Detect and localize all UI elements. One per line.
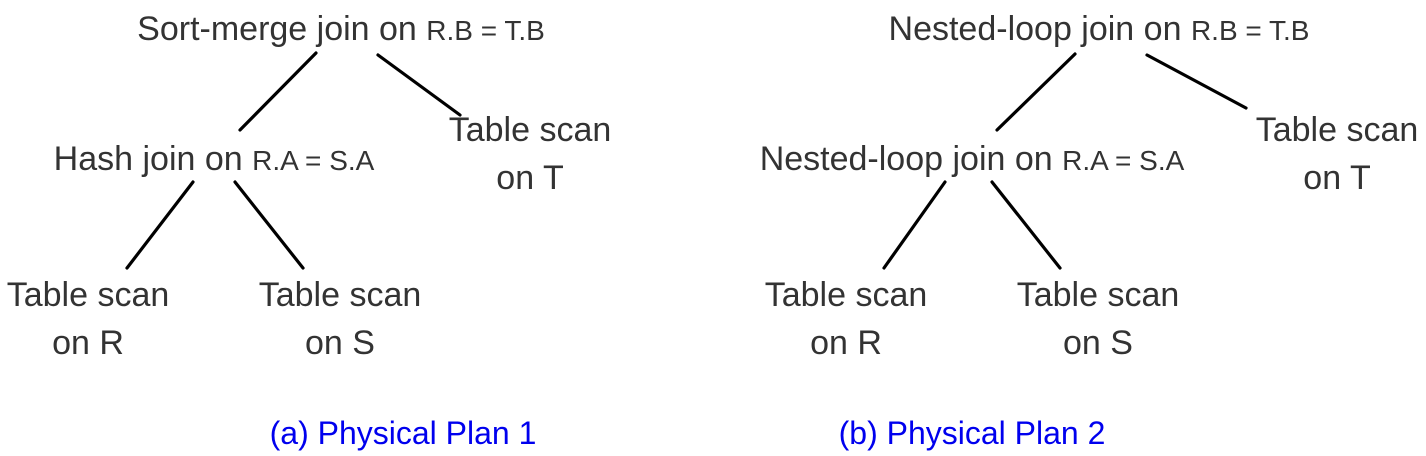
p2-scan-t-line1: Table scan bbox=[1255, 111, 1419, 149]
p2-root-node: Nested-loop join on R.B = T.B bbox=[889, 12, 1310, 46]
p1-scan-t-line1: Table scan bbox=[448, 111, 612, 149]
edge-p1-root-to-scan-t bbox=[376, 53, 462, 117]
p1-hash-join-node: Hash join on R.A = S.A bbox=[54, 142, 375, 176]
p1-root-condition: R.B = T.B bbox=[426, 15, 545, 46]
p2-scan-r-line1: Table scan bbox=[764, 276, 928, 314]
p1-root-op: Sort-merge join on bbox=[137, 10, 417, 48]
edge-p2-inner-to-scan-r bbox=[882, 180, 947, 270]
p2-scan-s-line2: on S bbox=[1063, 324, 1133, 362]
p1-scan-t-line2: on T bbox=[496, 159, 564, 197]
p2-scan-r-line2: on R bbox=[810, 324, 882, 362]
p1-hash-op: Hash join on bbox=[53, 140, 243, 178]
p2-scan-t-line2: on T bbox=[1303, 159, 1371, 197]
p1-root-node: Sort-merge join on R.B = T.B bbox=[137, 12, 545, 46]
p2-root-condition: R.B = T.B bbox=[1190, 15, 1310, 46]
p1-hash-condition: R.A = S.A bbox=[252, 145, 375, 176]
edge-p2-inner-to-scan-s bbox=[990, 180, 1062, 270]
edge-p2-root-to-scan-t bbox=[1145, 53, 1248, 110]
p1-scan-r-line2: on R bbox=[52, 324, 124, 362]
p2-caption: (b) Physical Plan 2 bbox=[838, 415, 1106, 451]
p2-scan-t-node: Table scan on T bbox=[1256, 106, 1419, 202]
edge-p1-hash-to-scan-s bbox=[233, 180, 305, 270]
p1-scan-s-line1: Table scan bbox=[258, 276, 422, 314]
p1-scan-s-node: Table scan on S bbox=[259, 271, 422, 367]
p2-scan-r-node: Table scan on R bbox=[765, 271, 928, 367]
p2-inner-join-node: Nested-loop join on R.A = S.A bbox=[760, 142, 1185, 176]
p2-scan-s-line1: Table scan bbox=[1016, 276, 1180, 314]
p2-scan-s-node: Table scan on S bbox=[1017, 271, 1180, 367]
p2-root-op: Nested-loop join on bbox=[888, 10, 1182, 48]
p1-scan-r-line1: Table scan bbox=[6, 276, 170, 314]
edge-p1-hash-to-scan-r bbox=[125, 180, 195, 270]
p2-inner-condition: R.A = S.A bbox=[1062, 145, 1185, 176]
p1-scan-r-node: Table scan on R bbox=[7, 271, 170, 367]
p1-scan-s-line2: on S bbox=[305, 324, 375, 362]
p2-inner-op: Nested-loop join on bbox=[759, 140, 1053, 178]
p1-scan-t-node: Table scan on T bbox=[449, 106, 612, 202]
edge-p1-root-to-hash bbox=[238, 51, 318, 132]
edge-p2-root-to-inner bbox=[995, 52, 1077, 132]
p1-caption: (a) Physical Plan 1 bbox=[269, 415, 537, 451]
